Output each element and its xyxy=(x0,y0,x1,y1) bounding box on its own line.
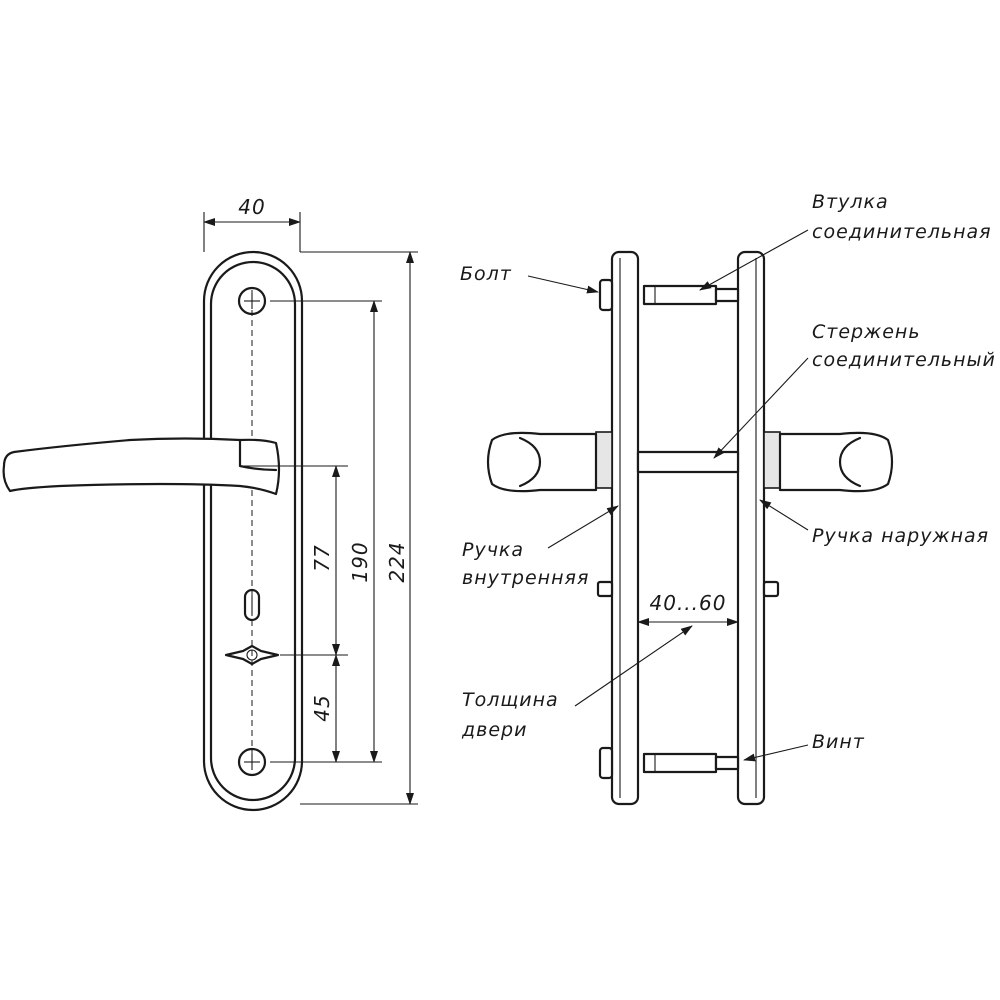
label-outer-handle: Ручка наружная xyxy=(812,525,989,547)
leader-outer-handle xyxy=(759,499,809,531)
inner-plate xyxy=(610,250,640,806)
label-door-thickness-line2: двери xyxy=(461,719,527,741)
leader-rod xyxy=(713,357,809,459)
connecting-rod xyxy=(636,450,740,474)
outer-handle xyxy=(778,431,894,493)
side-view: 40...60 Втулка соединительная Болт Стерж… xyxy=(460,191,996,806)
leader-screw xyxy=(743,744,809,762)
dim-door-thickness: 40...60 xyxy=(650,591,727,615)
label-inner-handle-line1: Ручка xyxy=(462,539,524,561)
front-plate-inner xyxy=(209,260,297,802)
dim-hole-spacing: 190 xyxy=(348,541,372,582)
bolt-head-bottom xyxy=(598,746,614,780)
inner-handle-neck xyxy=(595,431,613,489)
label-screw: Винт xyxy=(812,731,865,753)
label-bolt: Болт xyxy=(460,263,512,285)
front-plate-outer xyxy=(202,250,304,812)
dim-key-to-bottom: 45 xyxy=(310,694,334,721)
inner-handle-grip xyxy=(518,436,542,488)
dim-width: 40 xyxy=(238,195,265,219)
leader-inner-handle xyxy=(547,505,619,549)
label-door-thickness-line1: Толщина xyxy=(462,689,559,711)
label-rod-line1: Стержень xyxy=(812,321,921,343)
dim-overall-height: 224 xyxy=(385,541,409,582)
outer-handle-neck xyxy=(763,431,781,489)
bottom-screw-hole xyxy=(237,747,267,777)
screw-bottom xyxy=(714,755,740,771)
inner-cylinder-stud xyxy=(596,580,614,598)
screw-top xyxy=(714,287,740,303)
inner-handle xyxy=(486,431,598,493)
outer-handle-grip xyxy=(838,436,862,488)
label-inner-handle-line2: внутренняя xyxy=(462,567,589,589)
label-bushing-line1: Втулка xyxy=(812,191,889,213)
leader-door-thickness xyxy=(574,625,693,707)
leader-bolt xyxy=(527,275,599,294)
label-bushing-line2: соединительная xyxy=(812,221,992,243)
thumb-turn-slot xyxy=(243,588,261,622)
front-view: 40 224 190 77 45 xyxy=(2,195,418,812)
lever-handle xyxy=(2,437,281,496)
outer-cylinder-stud xyxy=(762,580,780,598)
top-screw-hole xyxy=(237,286,267,316)
dim-handle-to-key: 77 xyxy=(310,544,334,571)
leader-bushing xyxy=(699,229,809,291)
outer-plate xyxy=(736,250,766,806)
keyhole xyxy=(224,644,280,666)
bolt-head-top xyxy=(598,278,614,312)
label-rod-line2: соединительный xyxy=(812,349,996,371)
